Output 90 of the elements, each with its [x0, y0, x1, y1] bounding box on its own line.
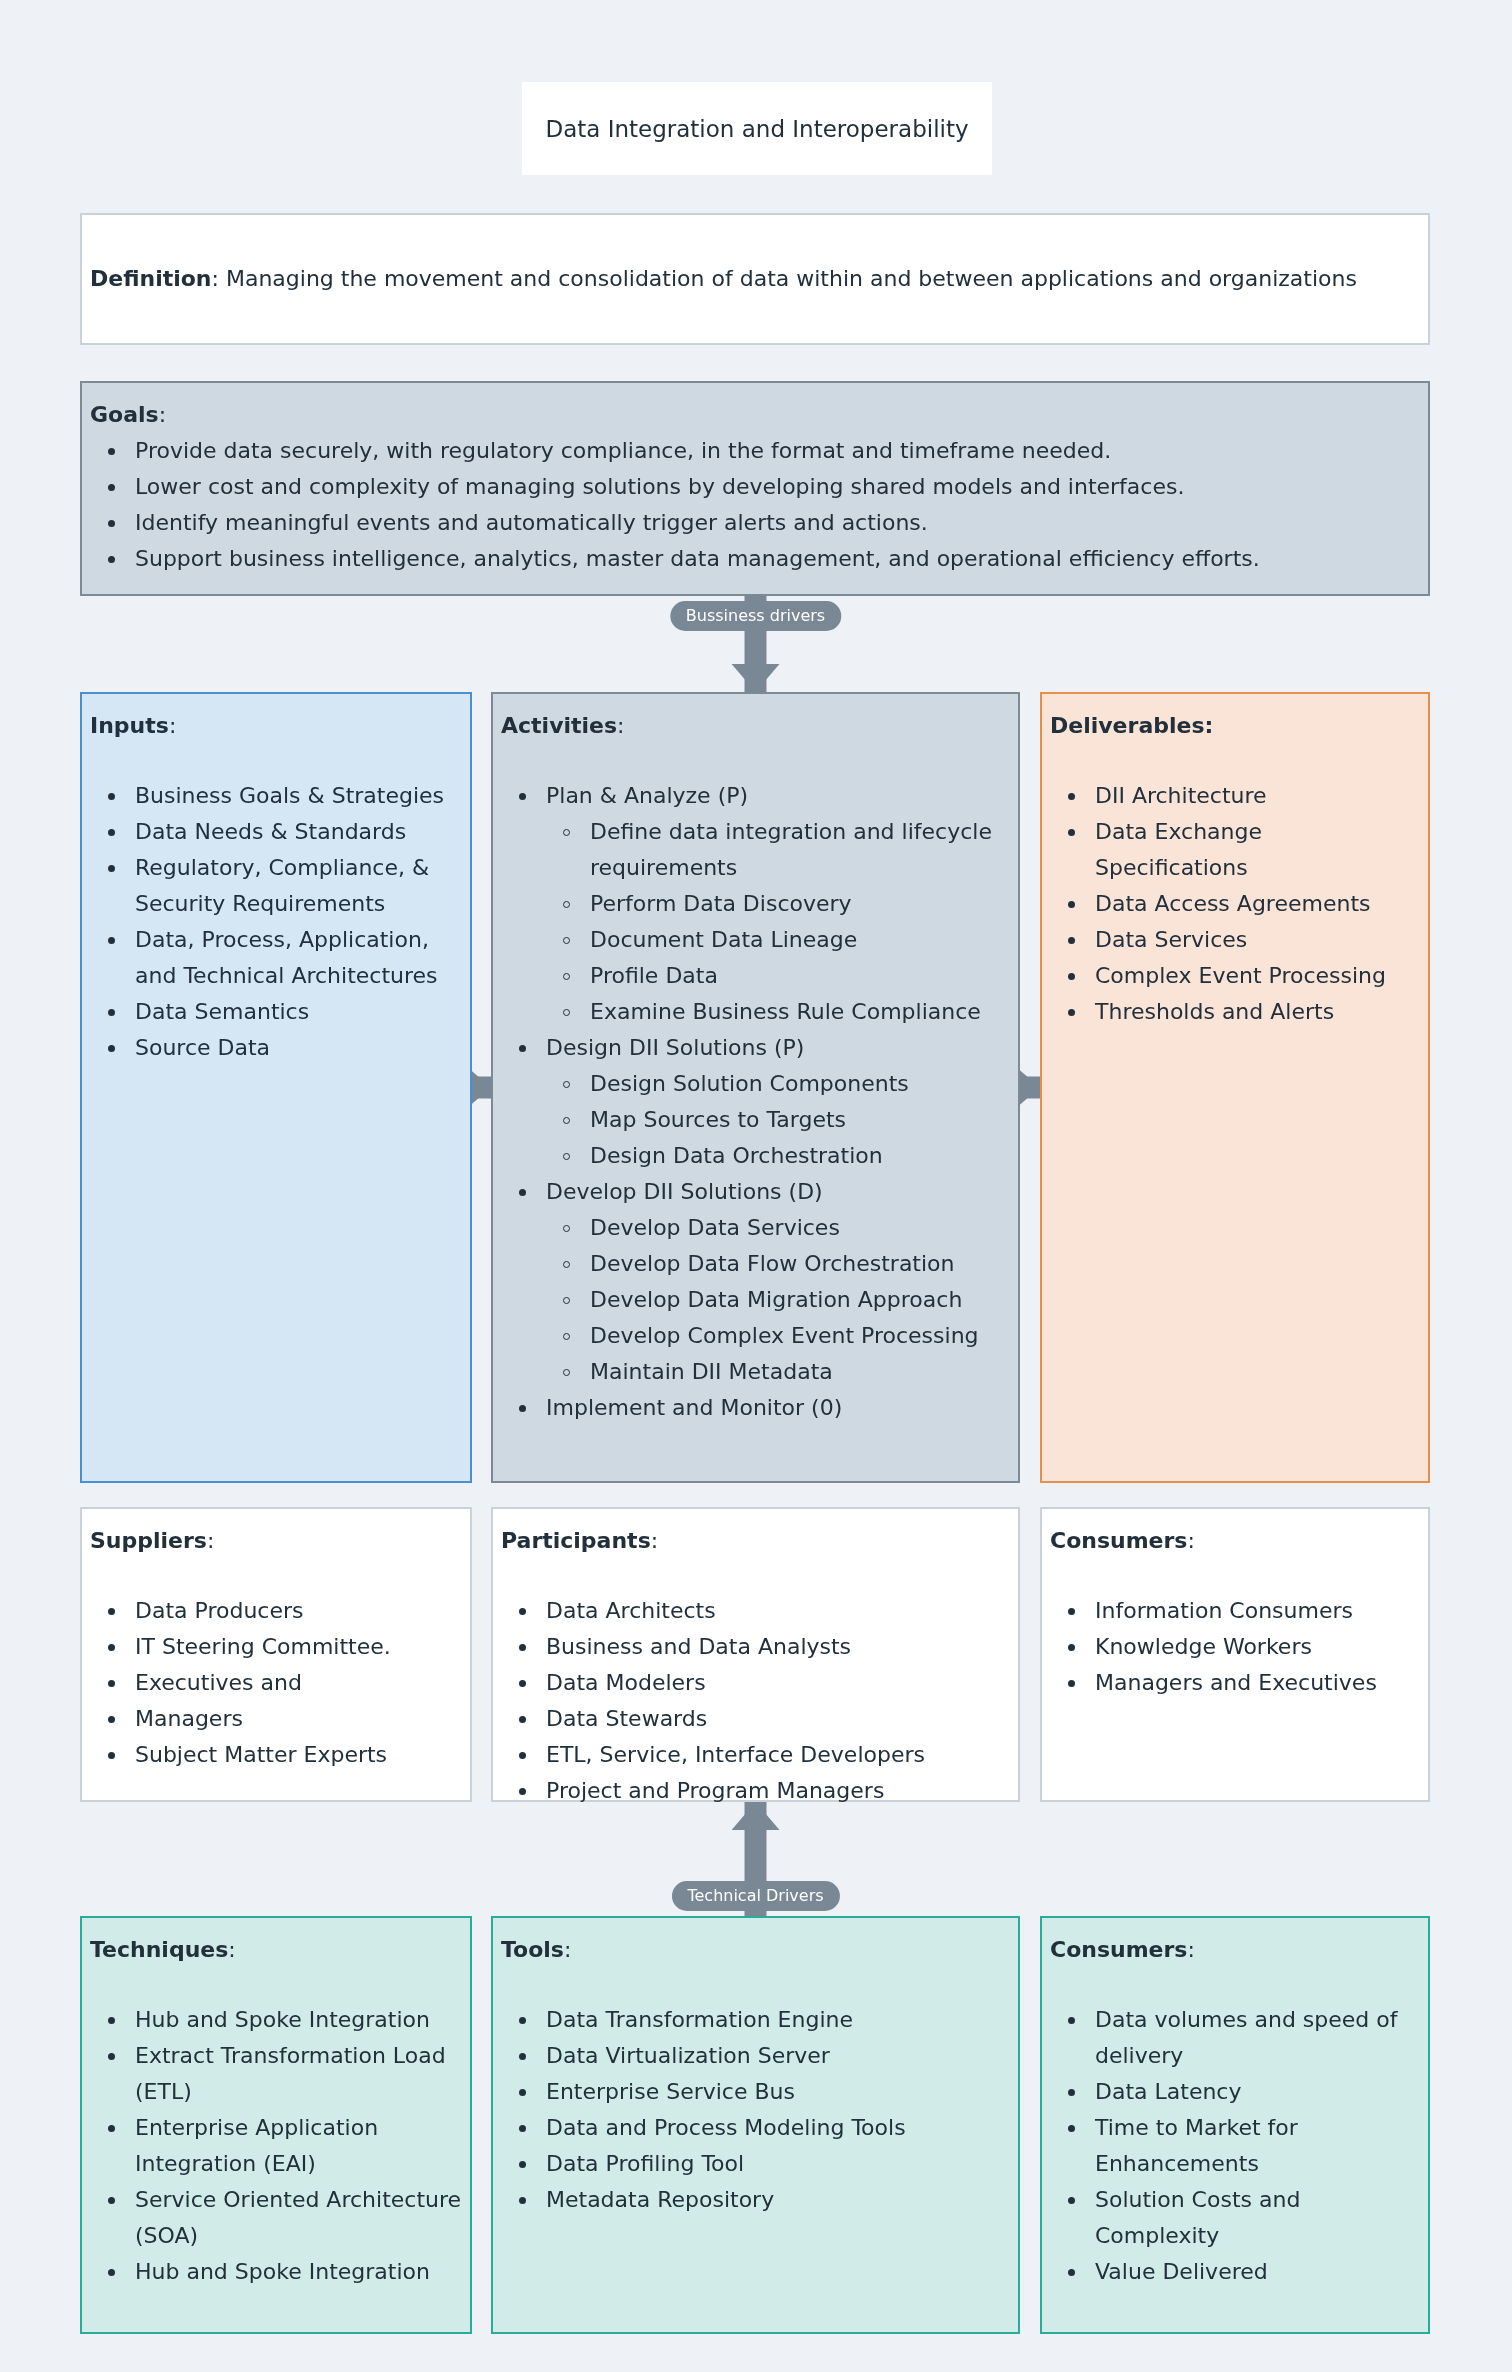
bullet-item: Project and Program Managers: [546, 1777, 885, 1805]
panel-heading: Consumers:: [1050, 1936, 1196, 1964]
bullet-item: Enterprise Service Bus: [546, 2078, 795, 2106]
bullet-item: DII Architecture: [1095, 782, 1267, 810]
bullet-item: Information Consumers: [1095, 1597, 1353, 1625]
bullet-item: Data and Process Modeling Tools: [546, 2114, 906, 2142]
bullet-item: Document Data Lineage: [590, 926, 858, 954]
bullet-item: Plan & Analyze (P): [546, 782, 749, 810]
bullet-item: Data Needs & Standards: [135, 818, 407, 846]
panel-heading: Deliverables:: [1050, 712, 1215, 740]
bullet-item: Hub and Spoke Integration: [135, 2258, 430, 2286]
bullet-item: Knowledge Workers: [1095, 1633, 1312, 1661]
bullet-item: Data Transformation Engine: [546, 2006, 853, 2034]
bullet-item: Regulatory, Compliance, & Security Requirements: [135, 854, 431, 918]
bullet-item: Metadata Repository: [546, 2186, 775, 2214]
bullet-item: Extract Transformation Load (ETL): [135, 2042, 447, 2106]
bullet-item: Data Exchange Specifications: [1095, 818, 1264, 882]
content-panel: [80, 1507, 472, 1802]
content-panel: [1040, 1916, 1430, 2334]
bullet-item: Data Producers: [135, 1597, 304, 1625]
bullet-item: Define data integration and lifecycle requirements: [590, 818, 993, 882]
definition-text: Definition: Managing the movement and consolidation of data within and between applications and organizations: [90, 265, 1357, 293]
edge-label: Technical Drivers: [671, 1881, 840, 1911]
bullet-item: IT Steering Committee.: [135, 1633, 391, 1661]
content-panel: [491, 692, 1020, 1483]
bullet-item: Implement and Monitor (0): [546, 1394, 843, 1422]
content-panel: [80, 381, 1430, 596]
content-panel: [491, 1507, 1020, 1802]
bullet-item: Hub and Spoke Integration: [135, 2006, 430, 2034]
panel-heading: Suppliers:: [90, 1527, 216, 1555]
bullet-item: Data, Process, Application, and Technical Architectures: [135, 926, 439, 990]
bullet-item: Data Virtualization Server: [546, 2042, 830, 2070]
bullet-item: Design Solution Components: [590, 1070, 909, 1098]
bullet-item: Develop Data Migration Approach: [590, 1286, 963, 1314]
bullet-item: Time to Market for Enhancements: [1095, 2114, 1299, 2178]
bullet-item: Business and Data Analysts: [546, 1633, 852, 1661]
bullet-item: Maintain DII Metadata: [590, 1358, 833, 1386]
bullet-item: Support business intelligence, analytics, master data management, and operational efficiency efforts.: [135, 545, 1260, 573]
bullet-item: Develop Complex Event Processing: [590, 1322, 979, 1350]
bullet-item: Data Architects: [546, 1597, 716, 1625]
panel-heading: Participants:: [501, 1527, 660, 1555]
bullet-item: ETL, Service, Interface Developers: [546, 1741, 925, 1769]
bullet-item: Data volumes and speed of delivery: [1095, 2006, 1399, 2070]
content-panel: [491, 1916, 1020, 2334]
panel-heading: Tools:: [501, 1936, 573, 1964]
bullet-item: Develop Data Flow Orchestration: [590, 1250, 955, 1278]
bullet-item: Value Delivered: [1095, 2258, 1268, 2286]
bullet-item: Data Semantics: [135, 998, 310, 1026]
bullet-item: Design Data Orchestration: [590, 1142, 883, 1170]
content-panel: [80, 213, 1430, 345]
bullet-item: Provide data securely, with regulatory compliance, in the format and timeframe needed.: [135, 437, 1112, 465]
panel-heading: Inputs:: [90, 712, 178, 740]
bullet-item: Map Sources to Targets: [590, 1106, 847, 1134]
bullet-item: Data Stewards: [546, 1705, 708, 1733]
bullet-item: Complex Event Processing: [1095, 962, 1386, 990]
bullet-item: Profile Data: [590, 962, 718, 990]
bullet-item: Executives and: [135, 1669, 302, 1697]
bullet-item: Develop Data Services: [590, 1214, 840, 1242]
bullet-item: Data Latency: [1095, 2078, 1242, 2106]
bullet-item: Data Services: [1095, 926, 1248, 954]
bullet-item: Perform Data Discovery: [590, 890, 852, 918]
bullet-item: Data Modelers: [546, 1669, 706, 1697]
bullet-item: Examine Business Rule Compliance: [590, 998, 981, 1026]
bullet-item: Data Access Agreements: [1095, 890, 1371, 918]
panel-heading: Consumers:: [1050, 1527, 1196, 1555]
bullet-item: Lower cost and complexity of managing solutions by developing shared models and interfaces.: [135, 473, 1185, 501]
bullet-item: Data Profiling Tool: [546, 2150, 745, 2178]
title-banner: Data Integration and Interoperability: [522, 82, 992, 175]
content-panel: [1040, 692, 1430, 1483]
content-panel: [80, 1916, 472, 2334]
bullet-item: Thresholds and Alerts: [1095, 998, 1335, 1026]
bullet-item: Subject Matter Experts: [135, 1741, 388, 1769]
panel-heading: Techniques:: [90, 1936, 237, 1964]
content-panel: [1040, 1507, 1430, 1802]
bullet-item: Business Goals & Strategies: [135, 782, 445, 810]
edge-label: Bussiness drivers: [669, 601, 842, 631]
panel-heading: Goals:: [90, 401, 168, 429]
bullet-item: Managers: [135, 1705, 243, 1733]
bullet-item: Service Oriented Architecture (SOA): [135, 2186, 462, 2250]
panel-heading: Activities:: [501, 712, 626, 740]
bullet-item: Managers and Executives: [1095, 1669, 1377, 1697]
bullet-item: Develop DII Solutions (D): [546, 1178, 823, 1206]
bullet-item: Identify meaningful events and automatically trigger alerts and actions.: [135, 509, 928, 537]
content-panel: [80, 692, 472, 1483]
bullet-item: Source Data: [135, 1034, 271, 1062]
arrow: [731, 596, 780, 692]
bullet-item: Solution Costs and Complexity: [1095, 2186, 1302, 2250]
bullet-item: Enterprise Application Integration (EAI): [135, 2114, 380, 2178]
arrow: [731, 1802, 780, 1916]
bullet-item: Design DII Solutions (P): [546, 1034, 805, 1062]
